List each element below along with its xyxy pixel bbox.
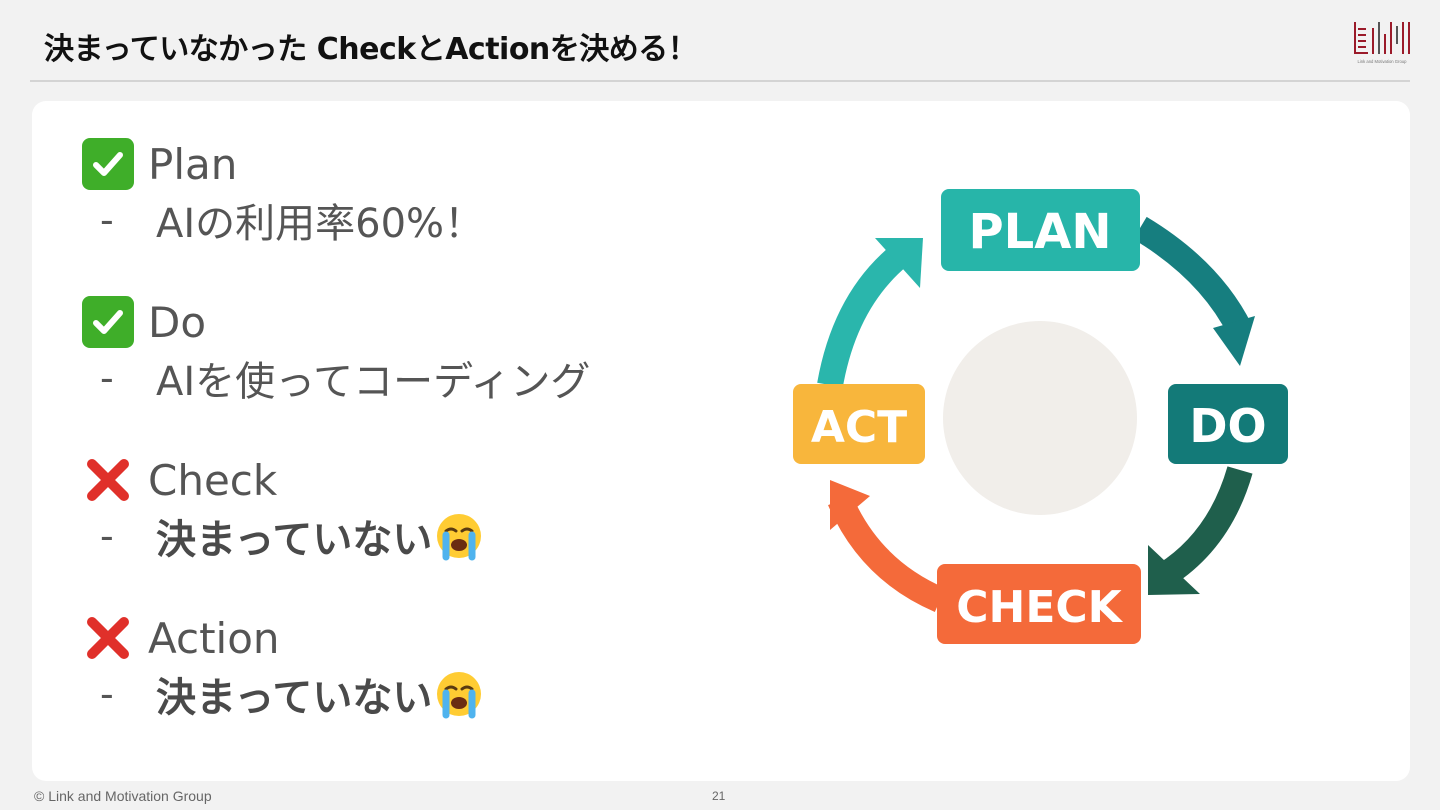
company-logo-icon: Link and Motivation Group: [1354, 22, 1410, 64]
stage-plan-label: PLAN: [968, 204, 1111, 260]
item-detail: 決まっていない: [156, 517, 433, 563]
pdca-item-action: Action - 決まっていない: [82, 610, 484, 722]
item-detail: AIを使ってコーディング: [156, 359, 591, 405]
pdca-cycle-diagram: PLAN DO CHECK ACT: [793, 189, 1288, 644]
check-mark-icon: [82, 138, 134, 190]
stage-do-label: DO: [1189, 399, 1266, 453]
stage-do-badge: [1168, 384, 1288, 464]
item-detail: 決まっていない: [156, 675, 433, 721]
item-label: Action: [148, 613, 280, 663]
arrow-head: [830, 480, 870, 530]
item-dash: -: [100, 672, 114, 716]
item-dash: -: [100, 198, 114, 242]
item-label: Check: [148, 455, 278, 505]
item-dash: -: [100, 356, 114, 400]
page-number: 21: [712, 789, 726, 803]
arrow-plan-to-do: [1133, 216, 1252, 336]
check-mark-icon: [82, 296, 134, 348]
footer-copyright: © Link and Motivation Group: [34, 788, 212, 804]
cross-mark-icon: [82, 454, 134, 506]
arrow-head: [1213, 316, 1255, 366]
pdca-item-plan: Plan - AIの利用率60%！: [82, 136, 484, 248]
crying-face-icon: [437, 672, 482, 719]
title-divider: [30, 80, 1410, 82]
arrow-head: [875, 238, 923, 288]
stage-plan-badge: [941, 189, 1140, 271]
pdca-item-do: Do - AIを使ってコーディング: [82, 294, 590, 406]
arrow-act-to-plan: [817, 244, 909, 388]
stage-check-badge: [937, 564, 1141, 644]
cycle-center-circle: [943, 321, 1137, 515]
slide-title: 決まっていなかった CheckとActionを決める！: [44, 32, 698, 67]
stage-act-label: ACT: [811, 402, 907, 453]
cross-mark-icon: [82, 612, 134, 664]
crying-face-icon: [437, 514, 482, 561]
item-label: Do: [148, 297, 207, 347]
arrow-check-to-act: [828, 494, 946, 612]
item-detail: AIの利用率60%！: [156, 201, 485, 247]
item-dash: -: [100, 514, 114, 558]
stage-act-badge: [793, 384, 925, 464]
pdca-item-check: Check - 決まっていない: [82, 452, 484, 564]
arrow-head: [1148, 545, 1200, 595]
stage-check-label: CHECK: [956, 582, 1123, 633]
item-label: Plan: [148, 139, 238, 189]
logo-text: Link and Motivation Group: [1358, 59, 1408, 64]
arrow-do-to-check: [1157, 466, 1253, 586]
